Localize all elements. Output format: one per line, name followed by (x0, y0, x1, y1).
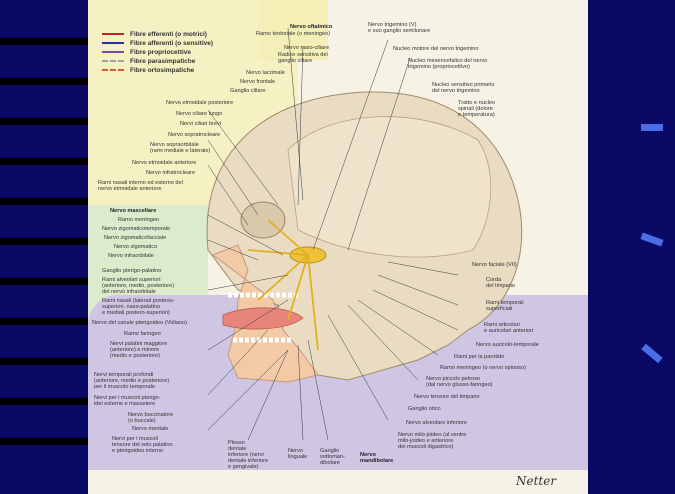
label-rami-alveolari: Rami alveolari superiori (anteriore, med… (102, 277, 174, 295)
label-infratrocleare: Nervo infratrocleare (146, 170, 195, 176)
label-nervo-piccolo-petroso: Nervo piccolo petroso (dal nervo glosso-… (426, 376, 493, 388)
label-rami-parotide: Rami per la parotide (454, 354, 504, 360)
label-nervi-temporali: Nervi temporali profondi (anteriore, med… (94, 372, 169, 390)
label-nervo-linguale: Nervo linguale (288, 448, 307, 460)
label-rami-nasali-posteriori: Rami nasali (laterali posterio- superior… (102, 298, 174, 316)
label-zigomatico: Nervo zigomatico (114, 244, 157, 250)
frame-stripe (0, 318, 88, 325)
frame-stripe (0, 438, 88, 445)
frame-stripe (0, 38, 88, 45)
brain-cavity (288, 117, 491, 257)
label-nervo-frontale: Nervo frontale (240, 79, 275, 85)
label-etmoidale-posteriore: Nervo etmoidale posteriore (166, 100, 233, 106)
label-nervo-mentale: Nervo mentale (132, 426, 168, 432)
legend-item: Fibre ortosimpatiche (102, 66, 213, 74)
legend-swatch (102, 51, 124, 53)
legend-item: Fibre afferenti (o sensitive) (102, 39, 213, 47)
label-nervi-muscoli-tensore: Nervi per i muscoli tensore del velo pal… (112, 436, 173, 454)
label-ganglio-ciliare: Ganglio ciliare (230, 88, 265, 94)
label-rami-articolari: Rami articolari e auricolari anteriori (484, 322, 533, 334)
frame-stripe (0, 398, 88, 405)
label-nucleo-motore: Nucleo motore del nervo trigemino (393, 46, 479, 52)
legend-label: Fibre afferenti (o sensitive) (130, 40, 213, 47)
orbit (241, 202, 285, 238)
label-zigomaticofacciale: Nervo zigomaticofacciale (104, 235, 166, 241)
label-ganglio-sottomandibolare: Ganglio sottoman- dibolare (320, 448, 345, 466)
frame-accent (640, 232, 663, 246)
legend-label: Fibre efferenti (o motrici) (130, 31, 207, 38)
frame-stripe (0, 358, 88, 365)
label-nervo-mascellare: Nervo mascellare (110, 208, 156, 214)
label-ganglio-otico: Ganglio otico (408, 406, 441, 412)
label-infraorbitale: Nervo infraorbitale (108, 253, 154, 259)
legend-swatch (102, 42, 124, 44)
label-nervo-buccinatore: Nervo buccinatore (o buccale) (128, 412, 173, 424)
legend-label: Fibre propriocettive (130, 49, 191, 56)
label-nervo-canale: Nervo del canale pterigoideo (Vidiano) (92, 320, 187, 326)
label-ramo-meningeo-spinoso: Ramo meningeo (o nervo spinoso) (440, 365, 526, 371)
label-nervo-faciale: Nervo faciale (VII) (472, 262, 517, 268)
label-radice-sensitiva: Radice sensitiva del ganglio ciliare (278, 52, 328, 64)
label-plesso-dentale: Plesso dentale inferiore (nervi dentale … (228, 440, 268, 470)
label-nervo-naso-ciliare: Nervo naso-ciliare (284, 45, 329, 51)
label-nervo-tensore-timpano: Nervo tensore del timpano (414, 394, 480, 400)
label-ciliari-brevi: Nervi ciliari brevi (180, 121, 221, 127)
frame-accent (641, 344, 662, 364)
label-nucleo-sensitivo: Nucleo sensitivo primario del nervo trig… (432, 82, 495, 94)
legend-item: Fibre propriocettive (102, 48, 213, 56)
legend-swatch (102, 33, 124, 35)
frame-stripe (0, 198, 88, 205)
label-nervo-mandibolare: Nervo mandibolare (360, 452, 393, 464)
frame-stripe (0, 158, 88, 165)
frame-stripe (0, 238, 88, 245)
label-nervi-palatini: Nervi palatini maggiore (anteriore) e mi… (110, 341, 167, 359)
frame-accent (641, 124, 663, 131)
label-rami-nasali: Rami nasali interno ed esterno del nervo… (98, 180, 183, 192)
label-nucleo-mesencefalico: Nucleo mesencefalico del nervo trigemino… (408, 58, 487, 70)
label-nervo-milo: Nervo milo-joideo (al ventre milo-joideo… (398, 432, 466, 450)
label-sopraorbitale: Nervo sopraorbitale (rami mediale e late… (150, 142, 210, 154)
artist-signature: Netter (516, 474, 556, 488)
label-ganglio-pterigo: Ganglio pterigo-palatino (102, 268, 161, 274)
label-nervo-oftalmico: Nervo oftalmico (290, 24, 332, 30)
legend-item: Fibre efferenti (o motrici) (102, 30, 213, 38)
legend-swatch (102, 69, 124, 71)
label-tratto-nucleo: Tratto e nucleo spinali (dolore e temper… (458, 100, 495, 118)
frame-stripe (0, 78, 88, 85)
label-nervo-lacrimale: Nervo lacrimale (246, 70, 285, 76)
label-rami-temporali: Rami temporali superficiali (486, 300, 524, 312)
label-nervo-trigemino: Nervo trigemino (V) e suo ganglio semilu… (368, 22, 430, 34)
label-nervi-muscoli-pterigo: Nervi per i muscoli pterigo- idei estern… (94, 395, 161, 407)
right-frame (588, 0, 675, 494)
legend-swatch (102, 60, 124, 62)
label-nervo-auricolo: Nervo auricolo-temporale (476, 342, 539, 348)
label-ramo-tentoriale: Ramo tentoriale (o meningeo) (256, 31, 330, 37)
legend-label: Fibre parasimpatiche (130, 58, 195, 65)
anatomy-plate: Fibre efferenti (o motrici) Fibre affere… (88, 0, 588, 494)
label-ciliare-lungo: Nervo ciliare lungo (176, 111, 222, 117)
label-ramo-meningeo: Ramo meningeo (118, 217, 159, 223)
fibre-legend: Fibre efferenti (o motrici) Fibre affere… (102, 30, 213, 75)
label-zigomaticotemporale: Nervo zigomaticotemporale (102, 226, 170, 232)
left-frame (0, 0, 88, 494)
label-ramo-faringeo: Ramo faringeo (124, 331, 161, 337)
frame-stripe (0, 118, 88, 125)
label-nervo-alveolare: Nervo alveolare inferiore (406, 420, 467, 426)
legend-label: Fibre ortosimpatiche (130, 67, 194, 74)
label-corda-timpano: Corda del timpano (486, 277, 515, 289)
legend-item: Fibre parasimpatiche (102, 57, 213, 65)
label-etmoidale-anteriore: Nervo etmoidale anteriore (132, 160, 196, 166)
label-sopratrocleare: Nervo sopratrocleare (168, 132, 220, 138)
frame-stripe (0, 278, 88, 285)
